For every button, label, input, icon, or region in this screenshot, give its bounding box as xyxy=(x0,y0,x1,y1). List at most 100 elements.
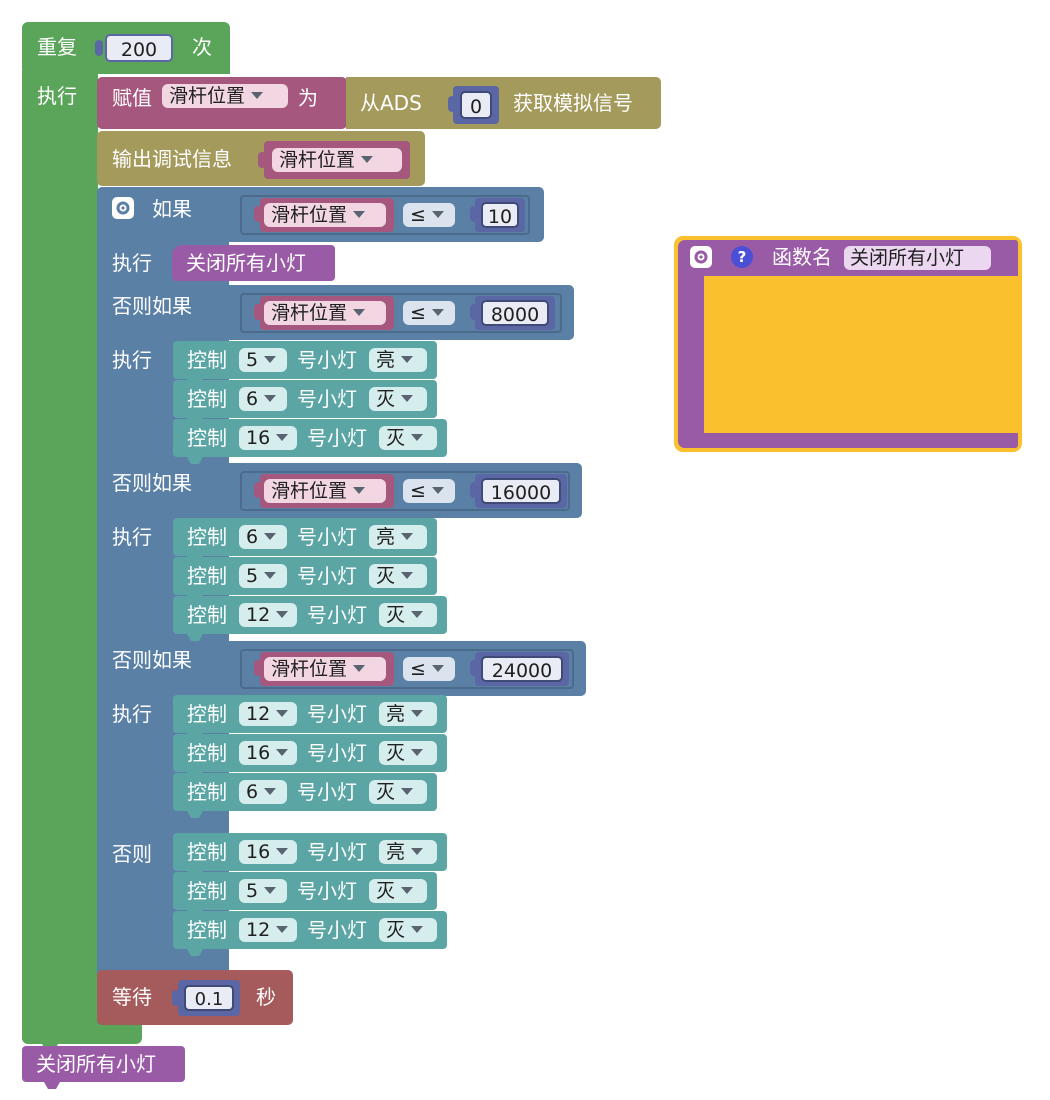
ads-read-block[interactable] xyxy=(346,77,661,129)
state-dropdown-branches-b1-2[interactable]: 灭 xyxy=(379,426,437,450)
control-prefix-label: 控制 xyxy=(187,525,227,549)
light-label: 号小灯 xyxy=(307,426,367,450)
threshold-tab-1 xyxy=(470,206,478,222)
state-dropdown-branches-b4-0[interactable]: 亮 xyxy=(379,840,437,864)
wait-value-tab xyxy=(172,990,180,1006)
chevron-down-icon xyxy=(276,926,289,933)
ads-suffix-label: 获取模拟信号 xyxy=(513,91,633,115)
state-dropdown-branches-b1-0[interactable]: 亮 xyxy=(369,348,427,372)
chevron-down-icon xyxy=(401,572,414,579)
repeat-unit-label: 次 xyxy=(192,35,212,59)
wait-value-input[interactable]: 0.1 xyxy=(184,985,234,1011)
chevron-down-icon xyxy=(411,848,424,855)
threshold-input-1[interactable]: 10 xyxy=(481,202,519,228)
pin-dropdown-branches-b1-2[interactable]: 16 xyxy=(239,426,297,450)
gear-icon[interactable] xyxy=(690,246,712,268)
compare-variable-dropdown-2[interactable]: 滑杆位置 xyxy=(264,301,386,325)
chevron-down-icon xyxy=(431,665,444,672)
pin-dropdown-branches-b4-1[interactable]: 5 xyxy=(239,879,287,903)
ads-channel-input[interactable]: 0 xyxy=(460,91,492,119)
repeat-do-label: 执行 xyxy=(37,84,77,108)
pin-dropdown-branches-b4-2[interactable]: 12 xyxy=(239,918,297,942)
chevron-down-icon xyxy=(264,788,277,795)
compare-variable-dropdown-1[interactable]: 滑杆位置 xyxy=(264,203,386,227)
state-dropdown-branches-b4-1[interactable]: 灭 xyxy=(369,879,427,903)
state-dropdown-branches-b1-2-text: 灭 xyxy=(386,427,406,449)
compare-variable-text-1: 滑杆位置 xyxy=(271,204,348,226)
state-dropdown-branches-b1-1[interactable]: 灭 xyxy=(369,387,427,411)
chevron-down-icon xyxy=(401,395,414,402)
state-dropdown-branches-b3-2[interactable]: 灭 xyxy=(369,780,427,804)
elseif-label-3: 否则如果 xyxy=(112,648,192,672)
compare-operator-dropdown-2[interactable]: ≤ xyxy=(403,301,455,325)
threshold-input-3[interactable]: 16000 xyxy=(481,478,561,504)
state-dropdown-branches-b2-2[interactable]: 灭 xyxy=(379,603,437,627)
chevron-down-icon xyxy=(353,665,366,672)
chevron-down-icon xyxy=(353,309,366,316)
bottom-call-block[interactable] xyxy=(22,1046,185,1082)
light-label: 号小灯 xyxy=(297,525,357,549)
state-dropdown-branches-b2-0[interactable]: 亮 xyxy=(369,525,427,549)
compare-variable-dropdown-3[interactable]: 滑杆位置 xyxy=(264,479,386,503)
chevron-down-icon xyxy=(353,487,366,494)
threshold-input-4[interactable]: 24000 xyxy=(481,656,563,682)
threshold-input-2[interactable]: 8000 xyxy=(481,300,549,326)
state-dropdown-branches-b3-2-text: 灭 xyxy=(376,781,396,803)
compare-variable-dropdown-4[interactable]: 滑杆位置 xyxy=(264,657,386,681)
compare-operator-dropdown-3[interactable]: ≤ xyxy=(403,479,455,503)
compare-operator-dropdown-1[interactable]: ≤ xyxy=(403,203,455,227)
help-icon[interactable]: ? xyxy=(731,246,753,268)
light-label: 号小灯 xyxy=(297,564,357,588)
pin-dropdown-branches-b2-0[interactable]: 6 xyxy=(239,525,287,549)
control-prefix-label: 控制 xyxy=(187,702,227,726)
pin-dropdown-branches-b1-1-text: 6 xyxy=(246,388,259,410)
pin-dropdown-branches-b3-1[interactable]: 16 xyxy=(239,741,297,765)
compare-tab-1 xyxy=(254,206,262,222)
state-dropdown-branches-b4-2[interactable]: 灭 xyxy=(379,918,437,942)
control-prefix-label: 控制 xyxy=(187,387,227,411)
threshold-tab-3 xyxy=(470,482,478,498)
compare-tab-2 xyxy=(254,304,262,320)
if-block-foot xyxy=(97,952,229,972)
pin-dropdown-branches-b2-1[interactable]: 5 xyxy=(239,564,287,588)
pin-dropdown-branches-b4-1-text: 5 xyxy=(246,880,259,902)
pin-dropdown-branches-b4-0[interactable]: 16 xyxy=(239,840,297,864)
control-prefix-label: 控制 xyxy=(187,840,227,864)
pin-dropdown-branches-b3-1-text: 16 xyxy=(246,742,271,764)
debug-variable-dropdown[interactable]: 滑杆位置 xyxy=(272,148,402,172)
chevron-down-icon xyxy=(276,434,289,441)
control-prefix-label: 控制 xyxy=(187,741,227,765)
compare-variable-text-3: 滑杆位置 xyxy=(271,480,348,502)
assign-label: 赋值 xyxy=(112,86,152,110)
pin-dropdown-branches-b3-2-text: 6 xyxy=(246,781,259,803)
bottom-call-label: 关闭所有小灯 xyxy=(36,1052,156,1076)
repeat-count-input[interactable]: 200 xyxy=(105,34,173,62)
state-dropdown-branches-b2-1[interactable]: 灭 xyxy=(369,564,427,588)
state-dropdown-branches-b3-1[interactable]: 灭 xyxy=(379,741,437,765)
elseif-label-2: 否则如果 xyxy=(112,471,192,495)
chevron-down-icon xyxy=(361,156,374,163)
pin-dropdown-branches-b3-0[interactable]: 12 xyxy=(239,702,297,726)
pin-dropdown-branches-b3-2[interactable]: 6 xyxy=(239,780,287,804)
light-label: 号小灯 xyxy=(297,348,357,372)
chevron-down-icon xyxy=(411,434,424,441)
threshold-tab-2 xyxy=(470,304,478,320)
debug-label: 输出调试信息 xyxy=(112,147,232,171)
function-name-field[interactable]: 关闭所有小灯 xyxy=(844,246,991,270)
pin-dropdown-branches-b4-2-text: 12 xyxy=(246,919,271,941)
compare-operator-dropdown-4[interactable]: ≤ xyxy=(403,657,455,681)
state-dropdown-branches-b3-0[interactable]: 亮 xyxy=(379,702,437,726)
compare-operator-text-4: ≤ xyxy=(410,658,426,680)
statement-notch xyxy=(187,949,203,956)
repeat-count-tab xyxy=(95,40,103,56)
state-dropdown-branches-b4-1-text: 灭 xyxy=(376,880,396,902)
pin-dropdown-branches-b2-2[interactable]: 12 xyxy=(239,603,297,627)
pin-dropdown-branches-b1-1[interactable]: 6 xyxy=(239,387,287,411)
branch0-call-block[interactable] xyxy=(172,245,335,281)
statement-notch xyxy=(187,457,203,464)
pin-dropdown-branches-b1-0[interactable]: 5 xyxy=(239,348,287,372)
control-prefix-label: 控制 xyxy=(187,780,227,804)
gear-icon[interactable] xyxy=(112,197,134,219)
chevron-down-icon xyxy=(401,533,414,540)
assign-variable-dropdown[interactable]: 滑杆位置 xyxy=(162,84,288,108)
